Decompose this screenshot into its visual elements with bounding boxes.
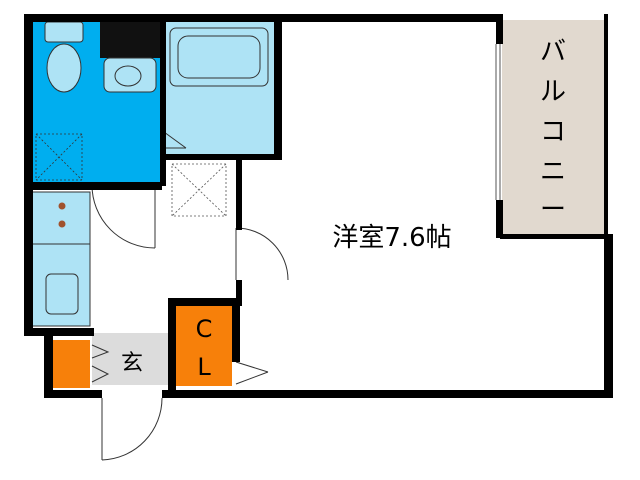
pipe-shaft — [100, 20, 162, 58]
closet-label: C L — [196, 315, 213, 381]
window — [495, 44, 501, 200]
stove-icon — [32, 202, 90, 245]
fridge-space-icon — [171, 163, 227, 217]
balcony-char: バ — [540, 37, 566, 67]
balcony-char: コ — [540, 117, 566, 147]
balcony-char: ー — [540, 195, 566, 225]
balcony-char: ニ — [540, 157, 566, 187]
bathtub-icon — [169, 27, 269, 87]
shoe-box — [52, 340, 90, 388]
toilet-icon — [44, 21, 84, 93]
balcony-area — [502, 20, 607, 235]
closet — [176, 304, 232, 386]
walls — [24, 14, 613, 398]
closet-char: L — [197, 353, 211, 381]
balcony-char: ル — [540, 77, 566, 107]
washer-space-icon — [35, 133, 83, 181]
washbasin-icon — [103, 57, 157, 93]
door-swings — [91, 131, 289, 461]
closet-char: C — [196, 315, 213, 343]
entrance-label: 玄 — [121, 351, 143, 376]
western-room-label: 洋室7.6帖 — [332, 223, 451, 253]
entrance-floor — [92, 333, 170, 385]
balcony-label: バ ル コ ニ ー — [540, 37, 566, 225]
kitchen-sink-icon — [45, 273, 79, 315]
